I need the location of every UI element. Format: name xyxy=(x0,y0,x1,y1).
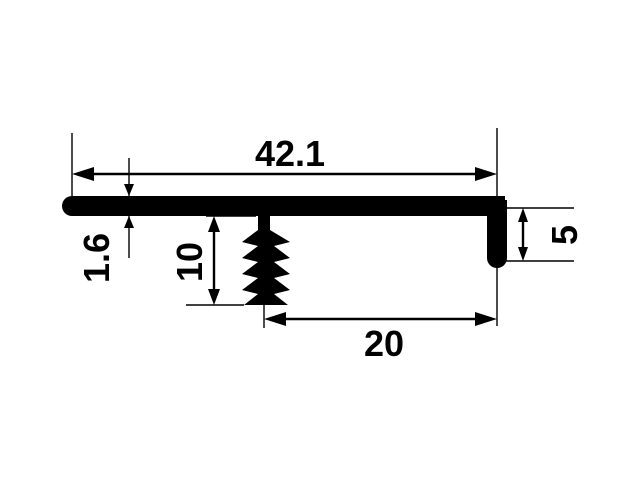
stem-arrowhead-top xyxy=(208,216,220,232)
dimension-lip-height: 5 xyxy=(505,207,585,262)
thickness-arrowhead-bottom xyxy=(124,216,134,228)
lip-arrowhead-bottom xyxy=(518,247,528,261)
offset-arrowhead-left xyxy=(264,312,286,326)
dimension-offset-width: 20 xyxy=(263,264,498,364)
aluminium-profile xyxy=(62,196,507,305)
arrowhead-right xyxy=(475,167,497,181)
right-lip xyxy=(487,200,507,268)
dimension-label-overall-width: 42.1 xyxy=(255,133,325,174)
dimension-label-stem-height: 10 xyxy=(169,242,210,282)
dimension-overall-width: 42.1 xyxy=(71,128,498,198)
dimension-label-offset-width: 20 xyxy=(364,323,404,364)
dimension-label-lip-height: 5 xyxy=(544,225,585,245)
dimension-thickness: 1.6 xyxy=(76,158,134,283)
thickness-arrowhead-top xyxy=(124,184,134,196)
top-flange xyxy=(62,196,505,216)
dimension-stem-height: 10 xyxy=(169,215,256,306)
arrowhead-left xyxy=(72,167,94,181)
offset-arrowhead-right xyxy=(475,312,497,326)
stem-arrowhead-bottom xyxy=(208,289,220,305)
lip-arrowhead-top xyxy=(518,208,528,222)
dimension-label-thickness: 1.6 xyxy=(76,233,117,283)
barbed-stem xyxy=(242,214,290,305)
